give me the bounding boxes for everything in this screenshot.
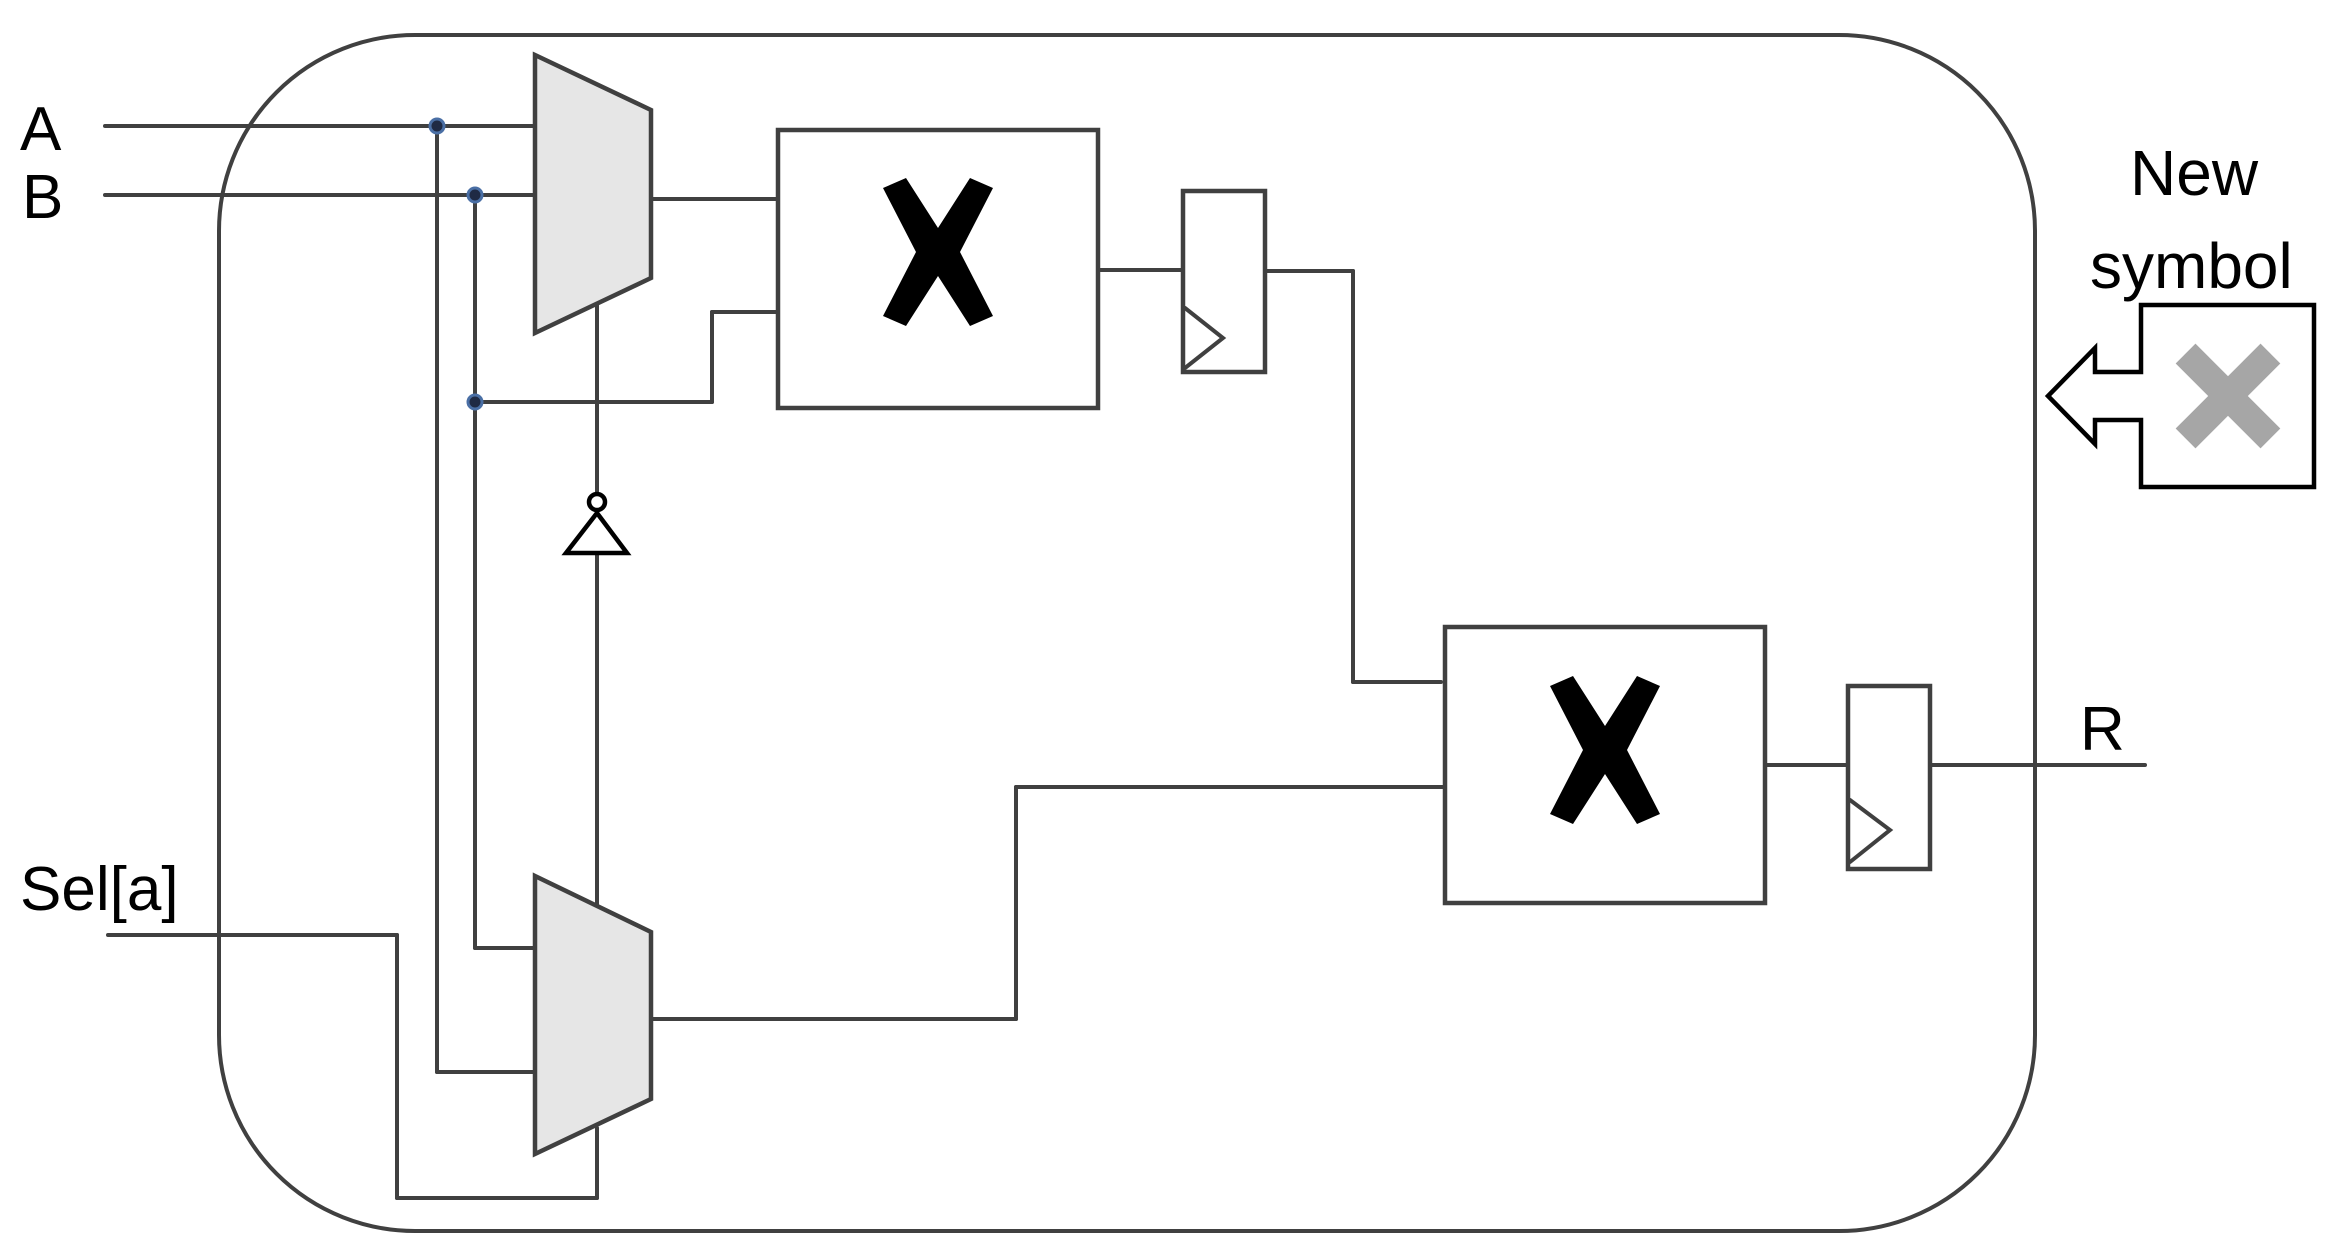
junction-dot-a	[428, 117, 446, 135]
clock-triangle-icon	[1848, 798, 1894, 864]
x-mark-icon	[1550, 676, 1660, 824]
module-boundary	[217, 33, 2037, 1233]
input-b-label: B	[22, 163, 63, 232]
lower-mux	[532, 872, 654, 1158]
legend-label-line2: symbol	[2090, 230, 2293, 302]
register-2	[1845, 683, 1933, 872]
upper-mux	[532, 51, 654, 337]
select-label: Sel[a]	[20, 855, 179, 924]
legend-label-line1: New	[2130, 137, 2259, 209]
x-mark-gray-icon	[2175, 343, 2281, 449]
arrow-left-icon	[2044, 302, 2317, 490]
input-a-label: A	[20, 95, 62, 164]
register-1	[1180, 188, 1268, 375]
inverter-icon	[561, 491, 632, 556]
output-r-label: R	[2080, 695, 2125, 764]
junction-dot-b2	[466, 393, 484, 411]
junction-dot-b	[466, 186, 484, 204]
x-mark-icon	[883, 178, 993, 326]
clock-triangle-icon	[1183, 306, 1227, 370]
